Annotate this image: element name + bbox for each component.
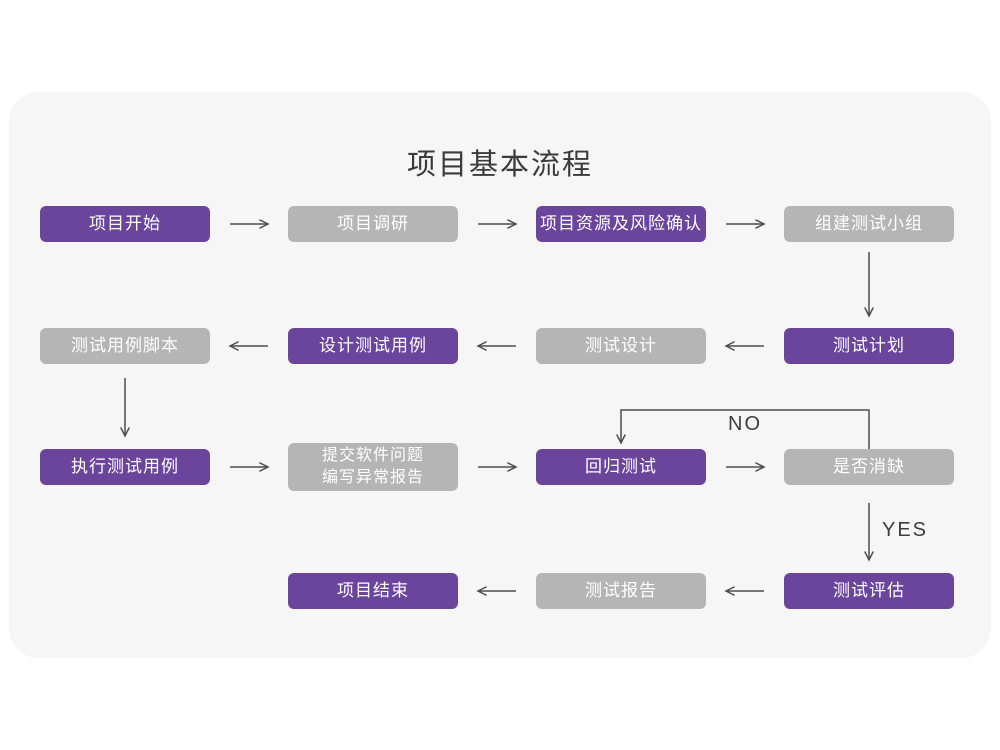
node-project-research: 项目调研 — [288, 206, 458, 242]
node-label: 设计测试用例 — [319, 336, 427, 356]
node-execute-test-cases: 执行测试用例 — [40, 449, 210, 485]
edge-label-yes: YES — [882, 519, 929, 541]
node-project-end: 项目结束 — [288, 573, 458, 609]
node-label: 测试计划 — [833, 336, 905, 356]
node-defect-cleared-decision: 是否消缺 — [784, 449, 954, 485]
node-label: 项目开始 — [89, 214, 161, 234]
node-test-plan: 测试计划 — [784, 328, 954, 364]
node-test-case-scripts: 测试用例脚本 — [40, 328, 210, 364]
node-label-line2: 编写异常报告 — [321, 469, 424, 486]
node-label: 项目结束 — [337, 581, 409, 601]
node-design-test-cases: 设计测试用例 — [288, 328, 458, 364]
edge-label-no: NO — [728, 413, 762, 435]
node-resources-risk-confirm: 项目资源及风险确认 — [536, 206, 706, 242]
node-label: 执行测试用例 — [71, 457, 179, 477]
node-test-design: 测试设计 — [536, 328, 706, 364]
node-build-test-team: 组建测试小组 — [784, 206, 954, 242]
flowchart-card — [9, 92, 991, 658]
node-label: 测试设计 — [585, 336, 657, 356]
node-label: 组建测试小组 — [815, 214, 923, 234]
node-label: 是否消缺 — [833, 457, 905, 477]
node-label: 项目资源及风险确认 — [540, 214, 702, 234]
node-label-line1: 提交软件问题 — [321, 447, 424, 465]
node-project-start: 项目开始 — [40, 206, 210, 242]
node-label: 回归测试 — [585, 457, 657, 477]
node-regression-test: 回归测试 — [536, 449, 706, 485]
node-label: 测试评估 — [833, 581, 905, 601]
node-test-evaluation: 测试评估 — [784, 573, 954, 609]
node-label: 测试报告 — [585, 581, 657, 601]
page-title: 项目基本流程 — [406, 149, 593, 181]
node-label: 项目调研 — [337, 214, 409, 234]
node-submit-issues-write-report: 提交软件问题 编写异常报告 — [288, 443, 458, 491]
node-test-report: 测试报告 — [536, 573, 706, 609]
node-label: 测试用例脚本 — [71, 336, 179, 356]
